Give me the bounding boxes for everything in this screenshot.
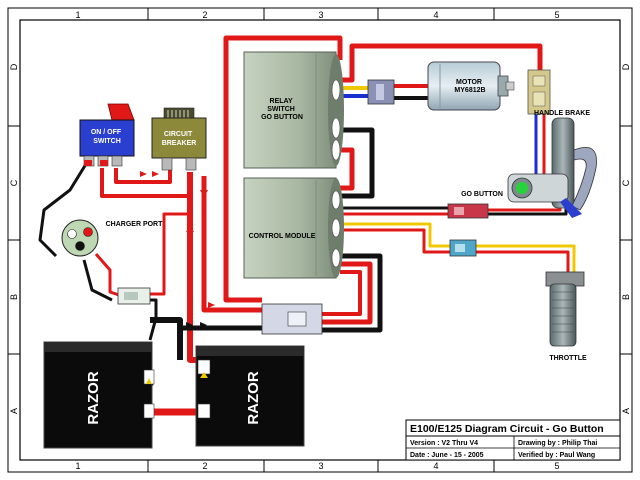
- throttle-connector: [449, 239, 477, 257]
- black-wire-left-to-right: [150, 317, 183, 360]
- throttle-label: THROTTLE: [549, 355, 587, 362]
- control-module-label: CONTROL MODULE: [249, 233, 316, 240]
- handle-brake-label: HANDLE BRAKE: [534, 110, 590, 117]
- col-label-bottom-2: 2: [202, 461, 207, 471]
- grid-labels: 1 2 3 4 5 1 2 3 4 5 D C B A D C B A: [9, 10, 631, 471]
- red-wire-switch-down: [100, 168, 190, 198]
- row-label-right-a: A: [621, 408, 631, 414]
- handle-brake: HANDLE BRAKE: [507, 110, 597, 218]
- relay-switch-line-3: GO BUTTON: [261, 114, 303, 121]
- charger-connector: [117, 287, 151, 305]
- row-label-left-b: B: [9, 294, 19, 300]
- charger-port-label: CHARGER PORT: [106, 221, 164, 228]
- battery-left-brand: RAZOR: [85, 371, 102, 424]
- go-button-label: GO BUTTON: [461, 191, 503, 198]
- go-button-indicator: [516, 182, 528, 194]
- switch-line-1: ON / OFF: [91, 129, 122, 136]
- black-wire-switch-charger: [38, 163, 88, 258]
- relay-switch-module: RELAY SWITCH GO BUTTON: [243, 51, 344, 169]
- motor-line-1: MOTOR: [456, 79, 482, 86]
- red-wire-relay-loop: [223, 35, 343, 303]
- battery-left: RAZOR: [43, 341, 155, 449]
- col-label-bottom-4: 4: [433, 461, 438, 471]
- col-label-bottom-5: 5: [554, 461, 559, 471]
- switch-line-2: SWITCH: [93, 138, 121, 145]
- title-block-version: Version : V2 Thru V4: [410, 440, 478, 447]
- title-block-drawing-by: Drawing by : Philip Thai: [518, 440, 597, 447]
- row-label-right-c: C: [621, 179, 631, 186]
- brake-connector: [527, 69, 551, 115]
- flow-arrows: [140, 171, 215, 308]
- black-wire-control-down: [322, 253, 383, 333]
- throttle: THROTTLE: [545, 271, 587, 362]
- row-label-left-a: A: [9, 408, 19, 414]
- breaker-line-2: BREAKER: [162, 140, 197, 147]
- red-wire-breaker-connector: [201, 176, 262, 313]
- row-label-right-b: B: [621, 294, 631, 300]
- motor-connector: [367, 79, 395, 105]
- row-label-left-d: D: [9, 63, 19, 70]
- col-label-top-4: 4: [433, 10, 438, 20]
- red-wire-control-down: [322, 261, 373, 325]
- relay-switch-line-2: SWITCH: [267, 106, 295, 113]
- red-wire-switch-breaker: [114, 168, 172, 184]
- red-wire-throttle-2: [476, 250, 570, 274]
- grid-ticks: [8, 8, 632, 472]
- title-block: E100/E125 Diagram Circuit - Go Button Ve…: [405, 419, 621, 461]
- col-label-top-1: 1: [75, 10, 80, 20]
- black-wire-charger: [82, 259, 113, 302]
- flow-arrows-black: [186, 322, 207, 328]
- breaker-line-1: CIRCUIT: [164, 131, 193, 138]
- row-label-left-c: C: [9, 179, 19, 186]
- red-wire-charger-up: [148, 212, 190, 296]
- title-block-title: E100/E125 Diagram Circuit - Go Button: [410, 423, 604, 435]
- title-block-date: Date : June - 15 - 2005: [410, 452, 484, 459]
- yellow-wire-throttle-2: [476, 244, 576, 274]
- col-label-bottom-1: 1: [75, 461, 80, 471]
- main-connector: [261, 303, 323, 335]
- on-off-switch-label: ON / OFF SWITCH: [91, 129, 123, 145]
- control-module: CONTROL MODULE: [243, 177, 344, 279]
- battery-right: RAZOR: [195, 345, 305, 447]
- black-wire-charger-down: [148, 298, 158, 341]
- motor: MOTOR MY6812B: [427, 61, 515, 111]
- red-wire-throttle: [340, 228, 450, 254]
- black-wire-relay-control: [334, 127, 375, 199]
- row-label-right-d: D: [621, 63, 631, 70]
- relay-switch-line-1: RELAY: [270, 98, 293, 105]
- col-label-top-3: 3: [318, 10, 323, 20]
- relay-switch-label: RELAY SWITCH GO BUTTON: [261, 98, 303, 121]
- motor-line-2: MY6812B: [454, 87, 485, 94]
- col-label-top-5: 5: [554, 10, 559, 20]
- col-label-top-2: 2: [202, 10, 207, 20]
- circuit-breaker: CIRCUIT BREAKER: [151, 107, 207, 171]
- yellow-wire-throttle: [340, 222, 450, 248]
- title-block-verified-by: Verified by : Paul Wang: [518, 452, 595, 459]
- charger-port: CHARGER PORT: [61, 219, 164, 257]
- on-off-switch: ON / OFF SWITCH: [79, 103, 135, 167]
- go-button-connector: GO BUTTON: [447, 191, 503, 219]
- red-wire-relay-to-brake: [340, 43, 543, 83]
- battery-right-brand: RAZOR: [245, 371, 262, 424]
- col-label-bottom-3: 3: [318, 461, 323, 471]
- circuit-breaker-label: CIRCUIT BREAKER: [162, 131, 197, 147]
- red-wire-control-down-2: [322, 270, 362, 316]
- red-wire-charger: [94, 253, 123, 298]
- red-wire-relay-control: [334, 147, 355, 191]
- motor-label: MOTOR MY6812B: [454, 79, 485, 94]
